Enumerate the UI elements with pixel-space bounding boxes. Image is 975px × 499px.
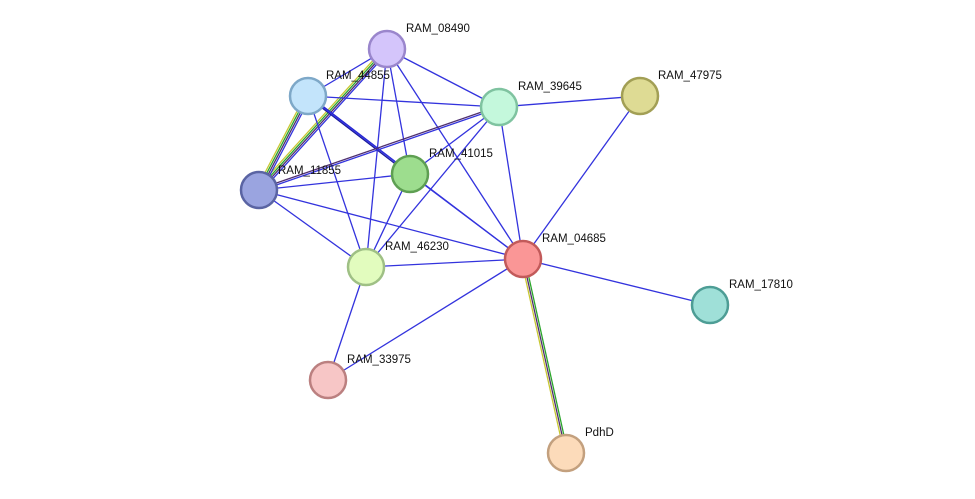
edge-RAM_08490-RAM_39645 <box>386 48 500 108</box>
node-RAM_04685[interactable] <box>503 239 543 279</box>
node-RAM_46230[interactable] <box>346 247 386 287</box>
node-label-RAM_41015: RAM_41015 <box>429 148 493 160</box>
edge-RAM_41015-RAM_11855 <box>258 173 411 191</box>
edge-RAM_08490-RAM_46230 <box>365 48 388 268</box>
node-label-RAM_39645: RAM_39645 <box>518 81 582 93</box>
node-label-RAM_11855: RAM_11855 <box>278 165 341 177</box>
edge-RAM_08490-RAM_04685 <box>386 48 524 260</box>
edge-RAM_04685-PdhD <box>524 258 569 453</box>
edge-RAM_08490-RAM_41015 <box>386 48 411 175</box>
node-label-PdhD: PdhD <box>585 427 614 439</box>
node-label-RAM_33975: RAM_33975 <box>347 354 411 366</box>
edge-RAM_44855-RAM_39645 <box>307 95 500 108</box>
edge-RAM_04685-RAM_17810 <box>522 258 711 306</box>
edge-RAM_46230-RAM_04685 <box>365 258 524 268</box>
edge-RAM_11855-RAM_04685 <box>258 189 524 260</box>
node-RAM_41015[interactable] <box>390 154 430 194</box>
node-RAM_39645[interactable] <box>479 87 519 127</box>
edge-RAM_46230-RAM_33975 <box>327 266 367 381</box>
edge-RAM_04685-PdhD <box>522 258 567 454</box>
node-label-RAM_46230: RAM_46230 <box>385 241 449 253</box>
edge-RAM_11855-RAM_46230 <box>258 189 367 268</box>
nodes-layer <box>239 29 730 473</box>
edge-RAM_39645-RAM_11855 <box>259 107 500 192</box>
node-RAM_11855[interactable] <box>239 170 279 210</box>
edge-RAM_08490-RAM_11855 <box>256 46 386 189</box>
node-label-RAM_04685: RAM_04685 <box>542 233 606 245</box>
edge-RAM_04685-PdhD <box>520 259 565 454</box>
edge-RAM_39645-RAM_46230 <box>365 106 500 268</box>
edge-RAM_44855-RAM_41015 <box>307 96 410 176</box>
node-RAM_44855[interactable] <box>288 76 328 116</box>
edge-RAM_47975-RAM_04685 <box>522 95 641 260</box>
node-RAM_17810[interactable] <box>690 285 730 325</box>
edge-RAM_33975-RAM_04685 <box>327 258 524 381</box>
edge-RAM_39645-RAM_11855 <box>258 105 499 190</box>
edge-RAM_08490-RAM_11855 <box>260 50 390 193</box>
node-RAM_33975[interactable] <box>308 360 348 400</box>
node-label-RAM_47975: RAM_47975 <box>658 70 722 82</box>
edge-RAM_08490-RAM_11855 <box>257 47 387 190</box>
node-label-RAM_08490: RAM_08490 <box>406 23 470 35</box>
edge-RAM_41015-RAM_04685 <box>409 173 524 260</box>
node-RAM_47975[interactable] <box>620 76 660 116</box>
edge-RAM_08490-RAM_11855 <box>259 49 389 192</box>
node-PdhD[interactable] <box>546 433 586 473</box>
node-label-RAM_17810: RAM_17810 <box>729 279 793 291</box>
node-label-RAM_44855: RAM_44855 <box>326 70 390 82</box>
node-RAM_08490[interactable] <box>367 29 407 69</box>
edge-RAM_39645-RAM_04685 <box>498 106 524 260</box>
edge-RAM_39645-RAM_47975 <box>498 95 641 108</box>
